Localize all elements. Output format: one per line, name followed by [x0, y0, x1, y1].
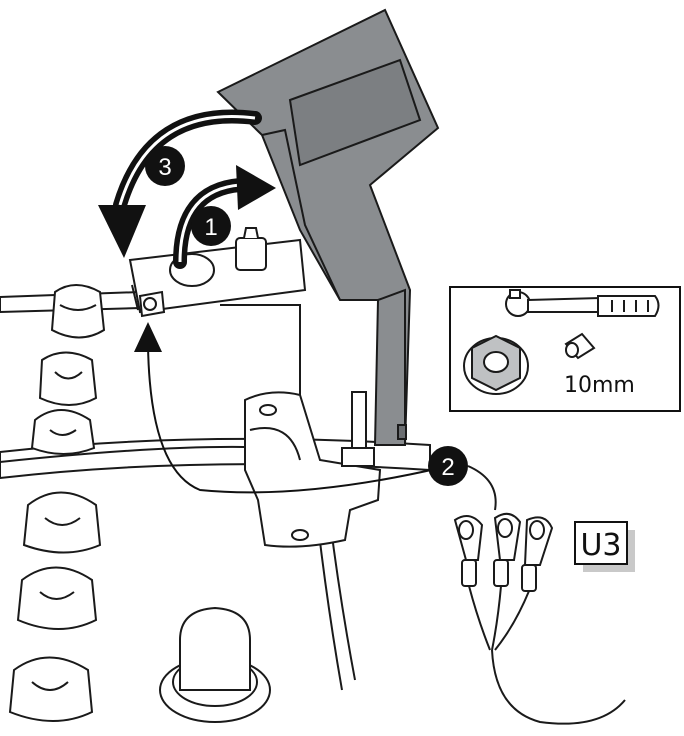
- part-label-text: U3: [580, 528, 621, 563]
- step-badge-1: 1: [191, 206, 231, 246]
- step-number-2: 2: [441, 454, 454, 481]
- step-number-3: 3: [158, 154, 171, 181]
- step-badge-2: 2: [428, 446, 468, 486]
- part-label-u3: U3: [575, 522, 635, 572]
- ring-terminal-cables: [455, 466, 625, 724]
- step-number-1: 1: [204, 214, 217, 241]
- tool-panel: 10mm: [450, 287, 680, 411]
- hex-nut-icon: [464, 336, 528, 394]
- mounting-bracket: [245, 392, 380, 547]
- round-post: [160, 608, 270, 722]
- tool-size-label: 10mm: [564, 373, 635, 398]
- knob-column: [10, 285, 104, 721]
- step-badge-3: 3: [145, 146, 185, 186]
